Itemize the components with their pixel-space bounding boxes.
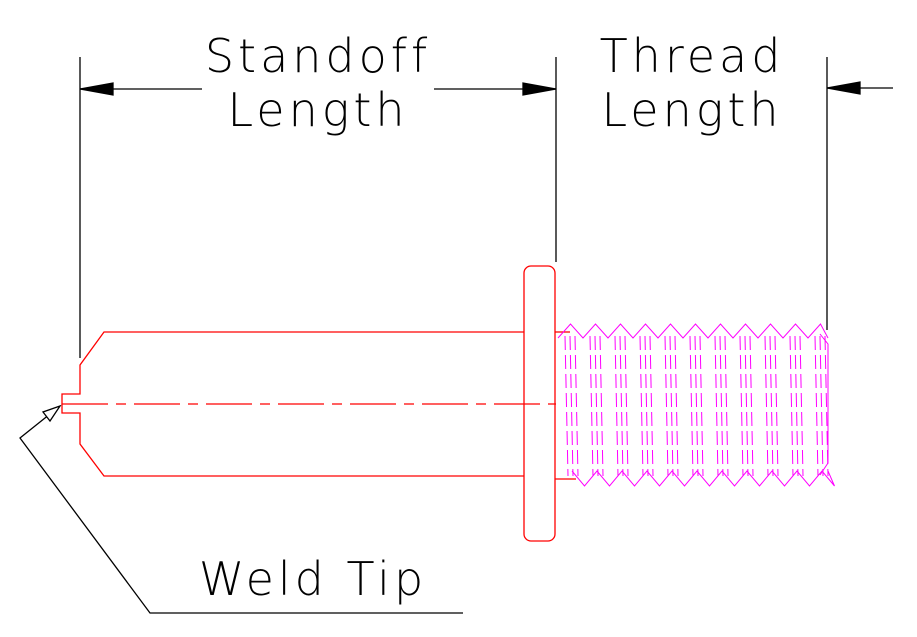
thread-hidden-line bbox=[819, 335, 824, 477]
arrowhead-right bbox=[522, 82, 557, 96]
thread-hidden-line bbox=[644, 335, 649, 477]
stud-outline bbox=[61, 265, 576, 542]
thread-hidden-line bbox=[764, 335, 769, 477]
thread-hidden-line bbox=[614, 335, 619, 477]
thread-hidden-line bbox=[699, 335, 704, 477]
thread-hidden-line bbox=[599, 335, 604, 477]
thread-hidden-line bbox=[589, 335, 594, 477]
thread-hidden-line bbox=[594, 335, 599, 477]
thread-hidden-line bbox=[769, 335, 774, 477]
thread-hidden-line bbox=[664, 335, 669, 477]
thread-hidden-line bbox=[744, 335, 749, 477]
thread-hidden-line bbox=[724, 335, 729, 477]
thread-end-chamfer bbox=[819, 333, 829, 476]
thread-hidden-line bbox=[624, 335, 629, 477]
standoff-label-line1: Standoff bbox=[205, 29, 431, 83]
thread-hidden-line bbox=[824, 335, 829, 477]
thread-label-line2: Length bbox=[601, 83, 782, 137]
weld-tip-leader bbox=[19, 404, 463, 614]
thread-hidden-line bbox=[669, 335, 674, 477]
thread-hidden-line bbox=[649, 335, 654, 477]
standoff-label-line2: Length bbox=[227, 83, 408, 137]
weld-tip-label: Weld Tip bbox=[199, 552, 427, 606]
thread-hidden-line bbox=[794, 335, 799, 477]
thread-hidden-line bbox=[694, 335, 699, 477]
thread-hidden-line bbox=[714, 335, 719, 477]
thread-hidden-line bbox=[739, 335, 744, 477]
thread-hidden-line bbox=[789, 335, 794, 477]
arrowhead-thread bbox=[826, 81, 861, 95]
thread-hidden-line bbox=[569, 335, 574, 477]
leader-arrowhead bbox=[41, 404, 62, 423]
thread-hidden-line bbox=[689, 335, 694, 477]
thread-length-dimension bbox=[826, 57, 893, 330]
thread-hidden-line bbox=[749, 335, 754, 477]
thread-section bbox=[557, 323, 835, 487]
thread-hidden-line bbox=[674, 335, 679, 477]
thread-label-line1: Thread bbox=[600, 29, 785, 83]
thread-hidden-line bbox=[719, 335, 724, 477]
thread-hidden-line bbox=[814, 335, 819, 477]
thread-hidden-line bbox=[619, 335, 624, 477]
thread-hidden-line bbox=[799, 335, 804, 477]
thread-hidden-line bbox=[564, 335, 569, 477]
thread-hidden-line bbox=[574, 335, 579, 477]
thread-hidden-line bbox=[774, 335, 779, 477]
standoff-length-dimension bbox=[79, 57, 557, 358]
thread-hidden-line bbox=[639, 335, 644, 477]
leader-line bbox=[19, 405, 463, 614]
thread-top-profile bbox=[557, 323, 829, 339]
arrowhead-left bbox=[79, 82, 114, 96]
